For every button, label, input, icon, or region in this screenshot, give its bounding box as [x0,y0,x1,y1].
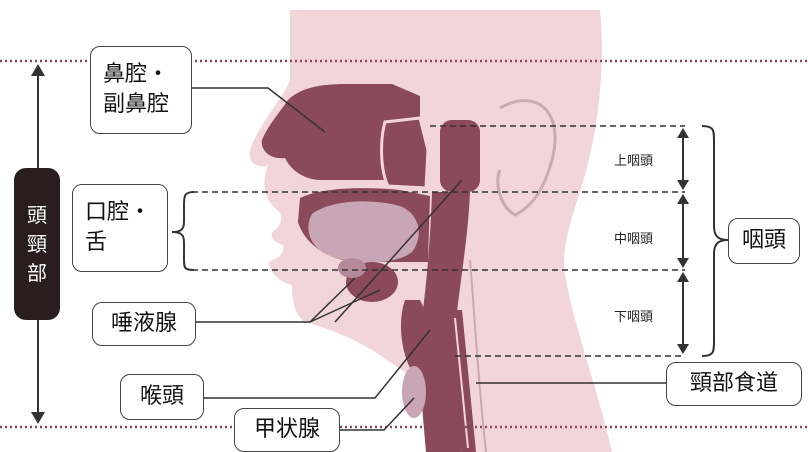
salivary-leader-2 [309,277,356,323]
nasal-label-line-2: 副鼻腔 [103,92,170,117]
head-neck-label: 頭 頸 部 [14,168,60,320]
arrow-down-icon [677,258,689,268]
oral-label-line-2: 舌 [85,230,108,255]
pharynx-brace [701,125,729,357]
pharynx-label: 咽頭 [728,218,800,264]
arrow-up-icon [677,128,689,138]
lower-pharynx-label: 下咽頭 [612,306,656,325]
upper-pharynx-label: 上咽頭 [612,150,656,169]
thyroid-label: 甲状腺 [234,408,340,452]
oral-label-line-1: 口腔・ [85,200,152,226]
larynx-leader [204,329,431,399]
nasal-sinus-label: 鼻腔・ 副鼻腔 [90,46,192,134]
cervical-line [469,259,487,452]
cervical-esophagus-label: 頸部食道 [666,362,802,406]
salivary-leader-4 [334,179,463,323]
middle-pharynx-label: 中咽頭 [612,228,656,247]
ear [496,99,557,217]
thyroid-shape [402,366,426,418]
nasal-leader [192,87,326,133]
head-neck-char-3: 部 [27,260,47,285]
salivary-gland-label: 唾液腺 [92,302,196,346]
oral-brace [171,191,195,271]
head-neck-char-1: 頭 [27,202,47,227]
head-neck-char-2: 頸 [27,231,47,256]
nasal-label-line-1: 鼻腔・ [103,62,170,88]
trachea-shape [418,360,452,452]
arrow-up-icon [677,272,689,282]
larynx-label: 喉頭 [120,374,204,420]
salivary-gland-shape-small [338,258,366,278]
arrow-down-icon [677,344,689,354]
larynx-shape [400,300,434,372]
nasopharynx-shape [440,120,480,192]
salivary-leader-3 [309,289,381,323]
tongue-shape [308,201,419,263]
thyroid-leader [340,397,415,431]
sinus-segment [380,116,430,190]
arrow-down-icon [677,180,689,190]
oral-tongue-label: 口腔・ 舌 [72,184,168,272]
arrow-up-icon [31,64,45,76]
arrow-up-icon [677,194,689,204]
arrow-down-icon [31,412,45,424]
